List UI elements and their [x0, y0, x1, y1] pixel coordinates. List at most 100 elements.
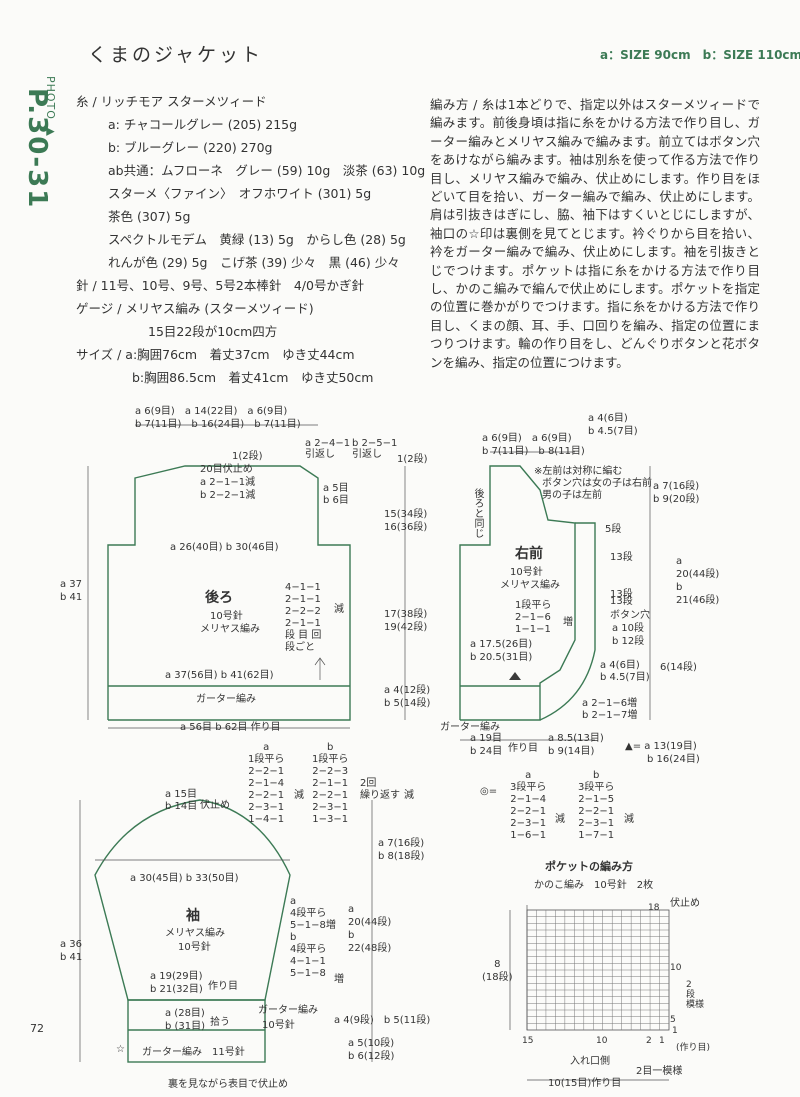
pocket-title: ポケットの編み方 [545, 860, 633, 873]
pocket-chart [526, 905, 670, 1031]
rows-b-val: 22(48段) [348, 943, 392, 954]
cast-band-a: a 8.5(13目) [548, 733, 604, 744]
back-neck: 1(2段) 20目伏止め a 2−1−1減 b 2−2−1減 [200, 450, 263, 502]
front-top-b: b 7(11目) b 8(11目) [482, 446, 585, 457]
shoulder-st-a: a 5目 [323, 483, 349, 494]
sleeve-bind: 伏止め [200, 800, 230, 811]
circ-b-dec: 減 [624, 814, 634, 825]
yarn-line: 糸 / リッチモア スターメツィード [76, 94, 267, 109]
spec-line: ab共通：ムフローネ グレー (59) 10g 淡茶 (63) 10g [108, 163, 426, 178]
spec-line: れんが色 (29) 5g こげ茶 (39) 少々 黒 (46) 少々 [108, 255, 400, 270]
dec-row: 段 目 回 [285, 630, 322, 641]
inc-row: 4−1−1 [290, 956, 326, 967]
back-outline [107, 465, 351, 721]
inc-row: 5−1−8増 [290, 920, 336, 931]
rows-a3: a 4(12段) [384, 685, 431, 696]
p-row: 段 [686, 990, 696, 1000]
note-line: ボタン穴は女の子は右前 [542, 478, 652, 489]
circ-b: b 3段平ら 2−1−5 2−2−1 2−3−1 1−7−1 [578, 770, 614, 842]
buttonhole: ボタン穴 [610, 610, 650, 621]
back-shoulder-rows: 1(2段) [397, 454, 428, 465]
cast-band-b: b 9(14目) [548, 746, 595, 757]
rows-a: a 7(16段) [378, 838, 425, 849]
triangle-note: ▲= a 13(19目) b 16(24目) [625, 740, 700, 766]
cap-row: 2−2−1 [312, 790, 349, 801]
shoulder-turn-b: 引返し [352, 449, 382, 460]
circ-row: 2−1−5 [578, 794, 615, 805]
rows-a: a [676, 556, 683, 567]
rows-a: 15(34段) [384, 509, 428, 520]
cap-row: 2−3−1 [312, 802, 349, 813]
cap-row: 2−2−3 [312, 766, 349, 777]
back-rows-2: 17(38段) 19(42段) [384, 608, 427, 634]
corner-inc-b: b 2−1−7増 [582, 710, 638, 721]
rows-a-val: 20(44段) [676, 569, 720, 580]
rows-b: b [348, 930, 355, 941]
cap-row: 1−4−1 [248, 814, 285, 825]
sleeve-band: ガーター編み 11号針 [142, 1047, 245, 1058]
sleeve-cuff: a (28目) b (31目) [165, 1007, 205, 1033]
cap-row: 2−2−1 [248, 766, 285, 777]
pocket-18: 18 [648, 903, 660, 913]
cap-row: 1段平ら [312, 754, 349, 765]
front-rows-2: a 20(44段) b 21(46段) [676, 555, 719, 607]
back-rows: 15(34段) 16(36段) [384, 508, 427, 534]
dec-row: 段ごと [285, 642, 315, 653]
pocket-grid [527, 910, 669, 1030]
back-garter: ガーター編み [196, 694, 256, 705]
front-cast: a 19目 b 24目 [470, 732, 502, 758]
front-cast-label: 作り目 [508, 743, 538, 754]
spec-block: 糸 / リッチモア スターメツィード a: チャコールグレー (205) 215… [76, 90, 425, 389]
back-cast: a 56目 b 62目 作り目 [180, 722, 281, 733]
rows-count: (18段) [482, 972, 513, 983]
gauge-line: ゲージ / メリヤス編み (スターメツィード) [76, 301, 314, 316]
rep-count: 2回 [360, 778, 377, 789]
pocket-opening: 入れ口側 [570, 1056, 610, 1067]
gauge-value: 15目22段が10cm四方 [148, 324, 278, 339]
circ-row: 3段平ら [578, 782, 615, 793]
sleeve-inc: a 4段平ら 5−1−8増 b 4段平ら 4−1−1 5−1−8 [290, 896, 336, 980]
circ-row: a [525, 770, 532, 781]
front-band-top: a 4(6目) b 4.5(7目) [588, 412, 638, 438]
shoulder-turn: 引返し [305, 449, 335, 460]
front-outline [459, 465, 576, 721]
page-sidebar: PHOTO ▶ [18, 36, 58, 196]
front-top-dims: a 6(9目) a 6(9目) b 7(11目) b 8(11目) [482, 432, 585, 458]
sleeve-rows: a 7(16段) b 8(18段) [378, 837, 424, 863]
corner-b: b 4.5(7目) [600, 672, 650, 683]
pocket-col1: 1 [659, 1036, 665, 1046]
circ-row: b [593, 770, 600, 781]
band-13c: 13段 [610, 596, 633, 607]
sleeve-cast: a 19(29目) b 21(32目) [150, 970, 203, 996]
photo-label: PHOTO ▶ [44, 76, 57, 139]
band-5: 5段 [605, 524, 622, 535]
p-pattern: 模様 [686, 1000, 705, 1010]
spec-line: 茶色 (307) 5g [108, 209, 191, 224]
pocket-col2: 2 [646, 1036, 652, 1046]
back-neck-a: a 2−1−1減 [200, 477, 256, 488]
cuff-needle: 10号針 [262, 1020, 295, 1031]
cap-rep: 2回 繰り返す [360, 778, 400, 802]
page-title: くまのジャケット [88, 44, 264, 66]
height-b: b 41 [60, 592, 83, 603]
band-12: b 12段 [612, 636, 645, 647]
cap-b-dec: 減 [404, 790, 414, 801]
height-a: a 36 [60, 939, 83, 950]
back-top-dims: a 6(9目) a 14(22目) a 6(9目) b 7(11目) b 16(… [135, 405, 301, 431]
inc-row: b [290, 932, 297, 943]
sleeve-note: 裏を見ながら表目で伏止め [168, 1079, 288, 1090]
front-width: a 17.5(26目) b 20.5(31目) [470, 638, 532, 664]
sleeve-stitch: メリヤス編み [165, 928, 225, 939]
pocket-5: 5 [670, 1015, 676, 1025]
rows-b: b 8(18段) [378, 851, 425, 862]
inc-row: 4段平ら [290, 908, 327, 919]
page-ref: P.30-31 [22, 88, 52, 210]
sleeve-rows-3: a 4(9段) b 5(11段) [334, 1015, 431, 1026]
back-needle: 10号針 [210, 611, 243, 622]
rows-b: b 9(20段) [653, 494, 700, 505]
front-corner: a 4(6目) b 4.5(7目) [600, 660, 650, 684]
sleeve-cast-label: 作り目 [208, 981, 238, 992]
sleeve-name: 袖 [186, 908, 200, 924]
sleeve-inc-label: 増 [334, 974, 344, 985]
rows-b: 16(36段) [384, 522, 428, 533]
